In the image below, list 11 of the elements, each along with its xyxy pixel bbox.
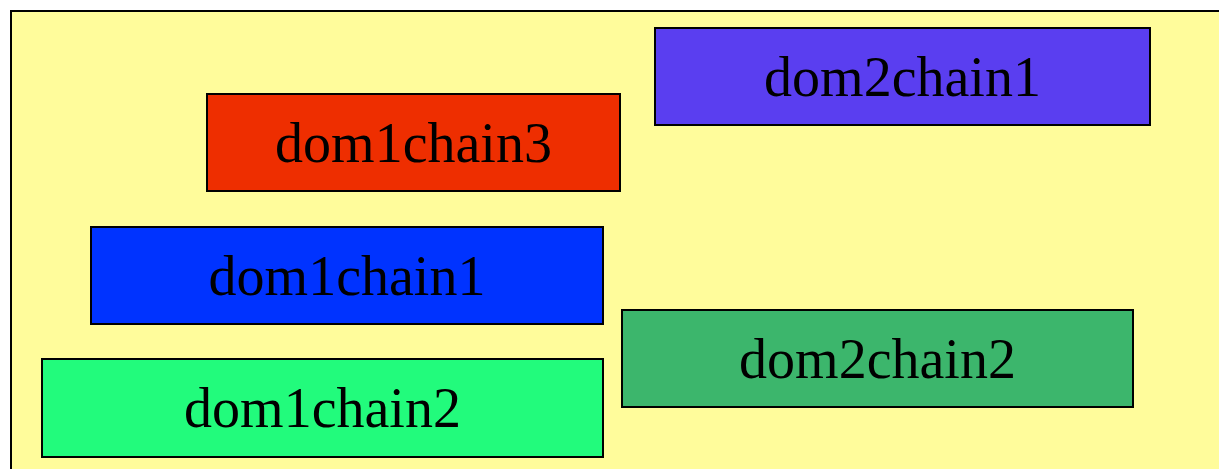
box-label: dom2chain1: [763, 48, 1042, 105]
chain-box: [41, 358, 604, 458]
panel-background: [10, 10, 1219, 469]
chain-box: [654, 27, 1151, 126]
box-label: dom1chain3: [274, 114, 553, 171]
box-label: dom1chain1: [207, 247, 487, 304]
chain-box: [90, 226, 604, 325]
box-label: dom1chain2: [183, 380, 462, 436]
chain-box: [206, 93, 621, 192]
chain-box: [621, 309, 1134, 408]
box-label: dom2chain2: [738, 330, 1017, 387]
